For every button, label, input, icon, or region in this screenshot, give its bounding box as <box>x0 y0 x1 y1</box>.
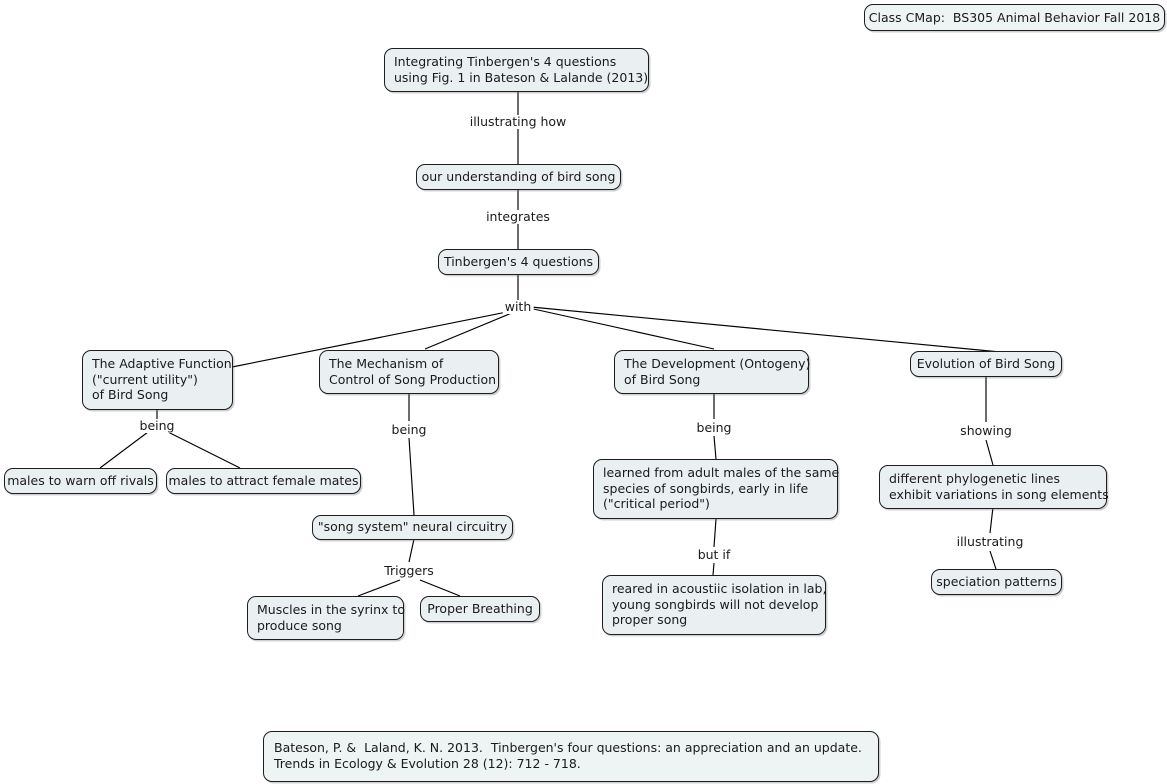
node-our-understanding-of-bird-song[interactable]: our understanding of bird song <box>416 164 621 190</box>
link-label-illustrating-how: illustrating how <box>467 114 569 129</box>
citation-box: Bateson, P. & Laland, K. N. 2013. Tinber… <box>263 731 879 782</box>
edge-being-to-songsystem <box>408 437 415 516</box>
link-label-showing: showing <box>958 423 1014 438</box>
edge-butif-to-reared <box>712 562 715 576</box>
edge-songsystem-to-triggers <box>408 538 415 563</box>
edge-phylogenetic-to-illustrating <box>989 506 994 534</box>
node-mechanism-of-control[interactable]: The Mechanism of Control of Song Product… <box>319 350 499 394</box>
link-label-illustrating: illustrating <box>954 534 1026 549</box>
edge-with-to-mechanism <box>424 309 520 350</box>
link-label-but-if: but if <box>695 547 733 562</box>
node-muscles-in-syrinx[interactable]: Muscles in the syrinx to produce song <box>247 596 405 640</box>
edge-triggers-to-muscles <box>357 579 401 597</box>
node-song-system-neural-circuitry[interactable]: "song system" neural circuitry <box>312 515 513 540</box>
node-different-phylogenetic-lines[interactable]: different phylogenetic lines exhibit var… <box>879 465 1109 509</box>
link-label-integrates: integrates <box>484 209 552 224</box>
link-label-with: with <box>502 299 534 314</box>
edge-showing-to-phylogenetic <box>985 439 994 466</box>
link-label-triggers: Triggers <box>382 563 436 578</box>
edge-with-to-development <box>528 307 715 350</box>
link-label-being-development: being <box>694 420 734 435</box>
edge-triggers-to-breathing <box>419 579 461 597</box>
node-evolution-of-bird-song[interactable]: Evolution of Bird Song <box>910 351 1062 377</box>
node-proper-breathing[interactable]: Proper Breathing <box>420 596 540 622</box>
edge-learned-to-butif <box>713 518 717 548</box>
edge-being-to-warn <box>99 431 149 469</box>
node-reared-in-acoustic-isolation[interactable]: reared in acoustiic isolation in lab, yo… <box>602 575 826 635</box>
class-cmap-tag: Class CMap: BS305 Animal Behavior Fall 2… <box>864 4 1165 31</box>
node-title[interactable]: Integrating Tinbergen's 4 questions usin… <box>384 48 649 92</box>
node-adaptive-function[interactable]: The Adaptive Function ("current utility"… <box>82 350 233 410</box>
edge-with-to-evolution <box>530 306 1001 353</box>
link-label-being-mechanism: being <box>389 422 429 437</box>
edge-being-to-attract <box>167 431 241 469</box>
node-learned-from-adult-males[interactable]: learned from adult males of the same spe… <box>593 459 839 519</box>
node-speciation-patterns[interactable]: speciation patterns <box>931 569 1062 595</box>
node-tinbergens-4-questions[interactable]: Tinbergen's 4 questions <box>438 249 599 275</box>
node-males-attract-female-mates[interactable]: males to attract female mates <box>166 468 361 494</box>
link-label-being-adaptive: being <box>137 418 177 433</box>
node-males-warn-off-rivals[interactable]: males to warn off rivals <box>4 468 157 494</box>
edge-being-to-learned <box>713 435 717 460</box>
edge-illustrating-to-speciation <box>989 550 997 570</box>
node-development-ontogeny[interactable]: The Development (Ontogeny) of Bird Song <box>614 350 810 394</box>
